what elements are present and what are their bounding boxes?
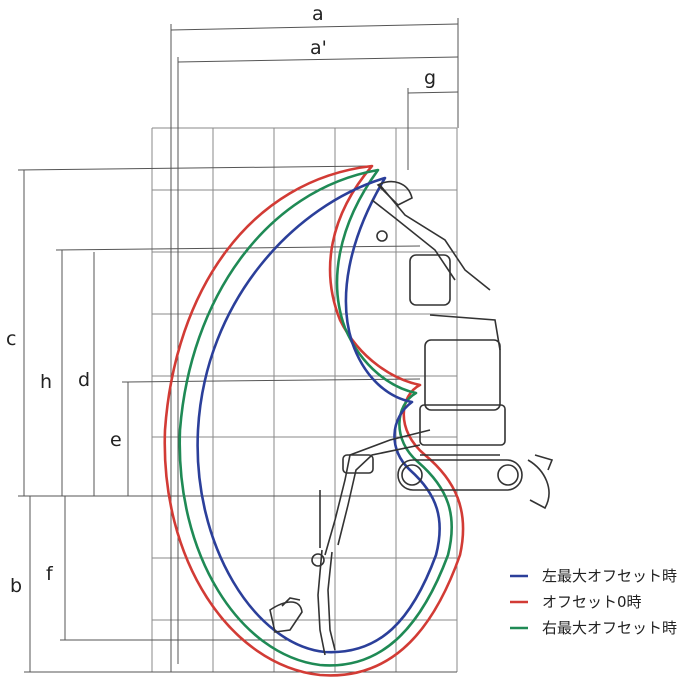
working-range-curves bbox=[163, 164, 465, 677]
raised-boom bbox=[379, 184, 491, 291]
dim-label-a: a bbox=[312, 3, 324, 25]
excavator-drawing bbox=[269, 181, 554, 656]
range-curve-offset-zero bbox=[163, 164, 465, 677]
dim-label-b: b bbox=[10, 575, 22, 597]
legend-label-right-offset: 右最大オフセット時 bbox=[542, 619, 677, 637]
dimension-labels: a a' g c h d e b f bbox=[6, 3, 436, 597]
dim-label-a-prime: a' bbox=[310, 37, 327, 59]
dim-label-c: c bbox=[6, 328, 16, 350]
dim-label-h: h bbox=[40, 371, 52, 393]
lowered-boom bbox=[324, 429, 431, 556]
legend-label-offset-zero: オフセット0時 bbox=[542, 593, 642, 611]
dim-label-e: e bbox=[110, 429, 122, 451]
range-curve-right-offset bbox=[178, 168, 454, 667]
dim-label-g: g bbox=[424, 67, 436, 89]
legend-label-left-offset: 左最大オフセット時 bbox=[542, 567, 677, 585]
range-curve-left-offset bbox=[196, 176, 441, 654]
legend-item-offset-zero: オフセット0時 bbox=[510, 593, 642, 611]
legend-item-right-offset: 右最大オフセット時 bbox=[510, 619, 677, 637]
legend-item-left-offset: 左最大オフセット時 bbox=[510, 567, 677, 585]
dim-label-d: d bbox=[78, 369, 90, 391]
grid bbox=[151, 127, 458, 673]
dimension-lines bbox=[17, 18, 459, 673]
dim-label-f: f bbox=[46, 563, 54, 585]
legend: 左最大オフセット時 オフセット0時 右最大オフセット時 bbox=[510, 567, 677, 637]
